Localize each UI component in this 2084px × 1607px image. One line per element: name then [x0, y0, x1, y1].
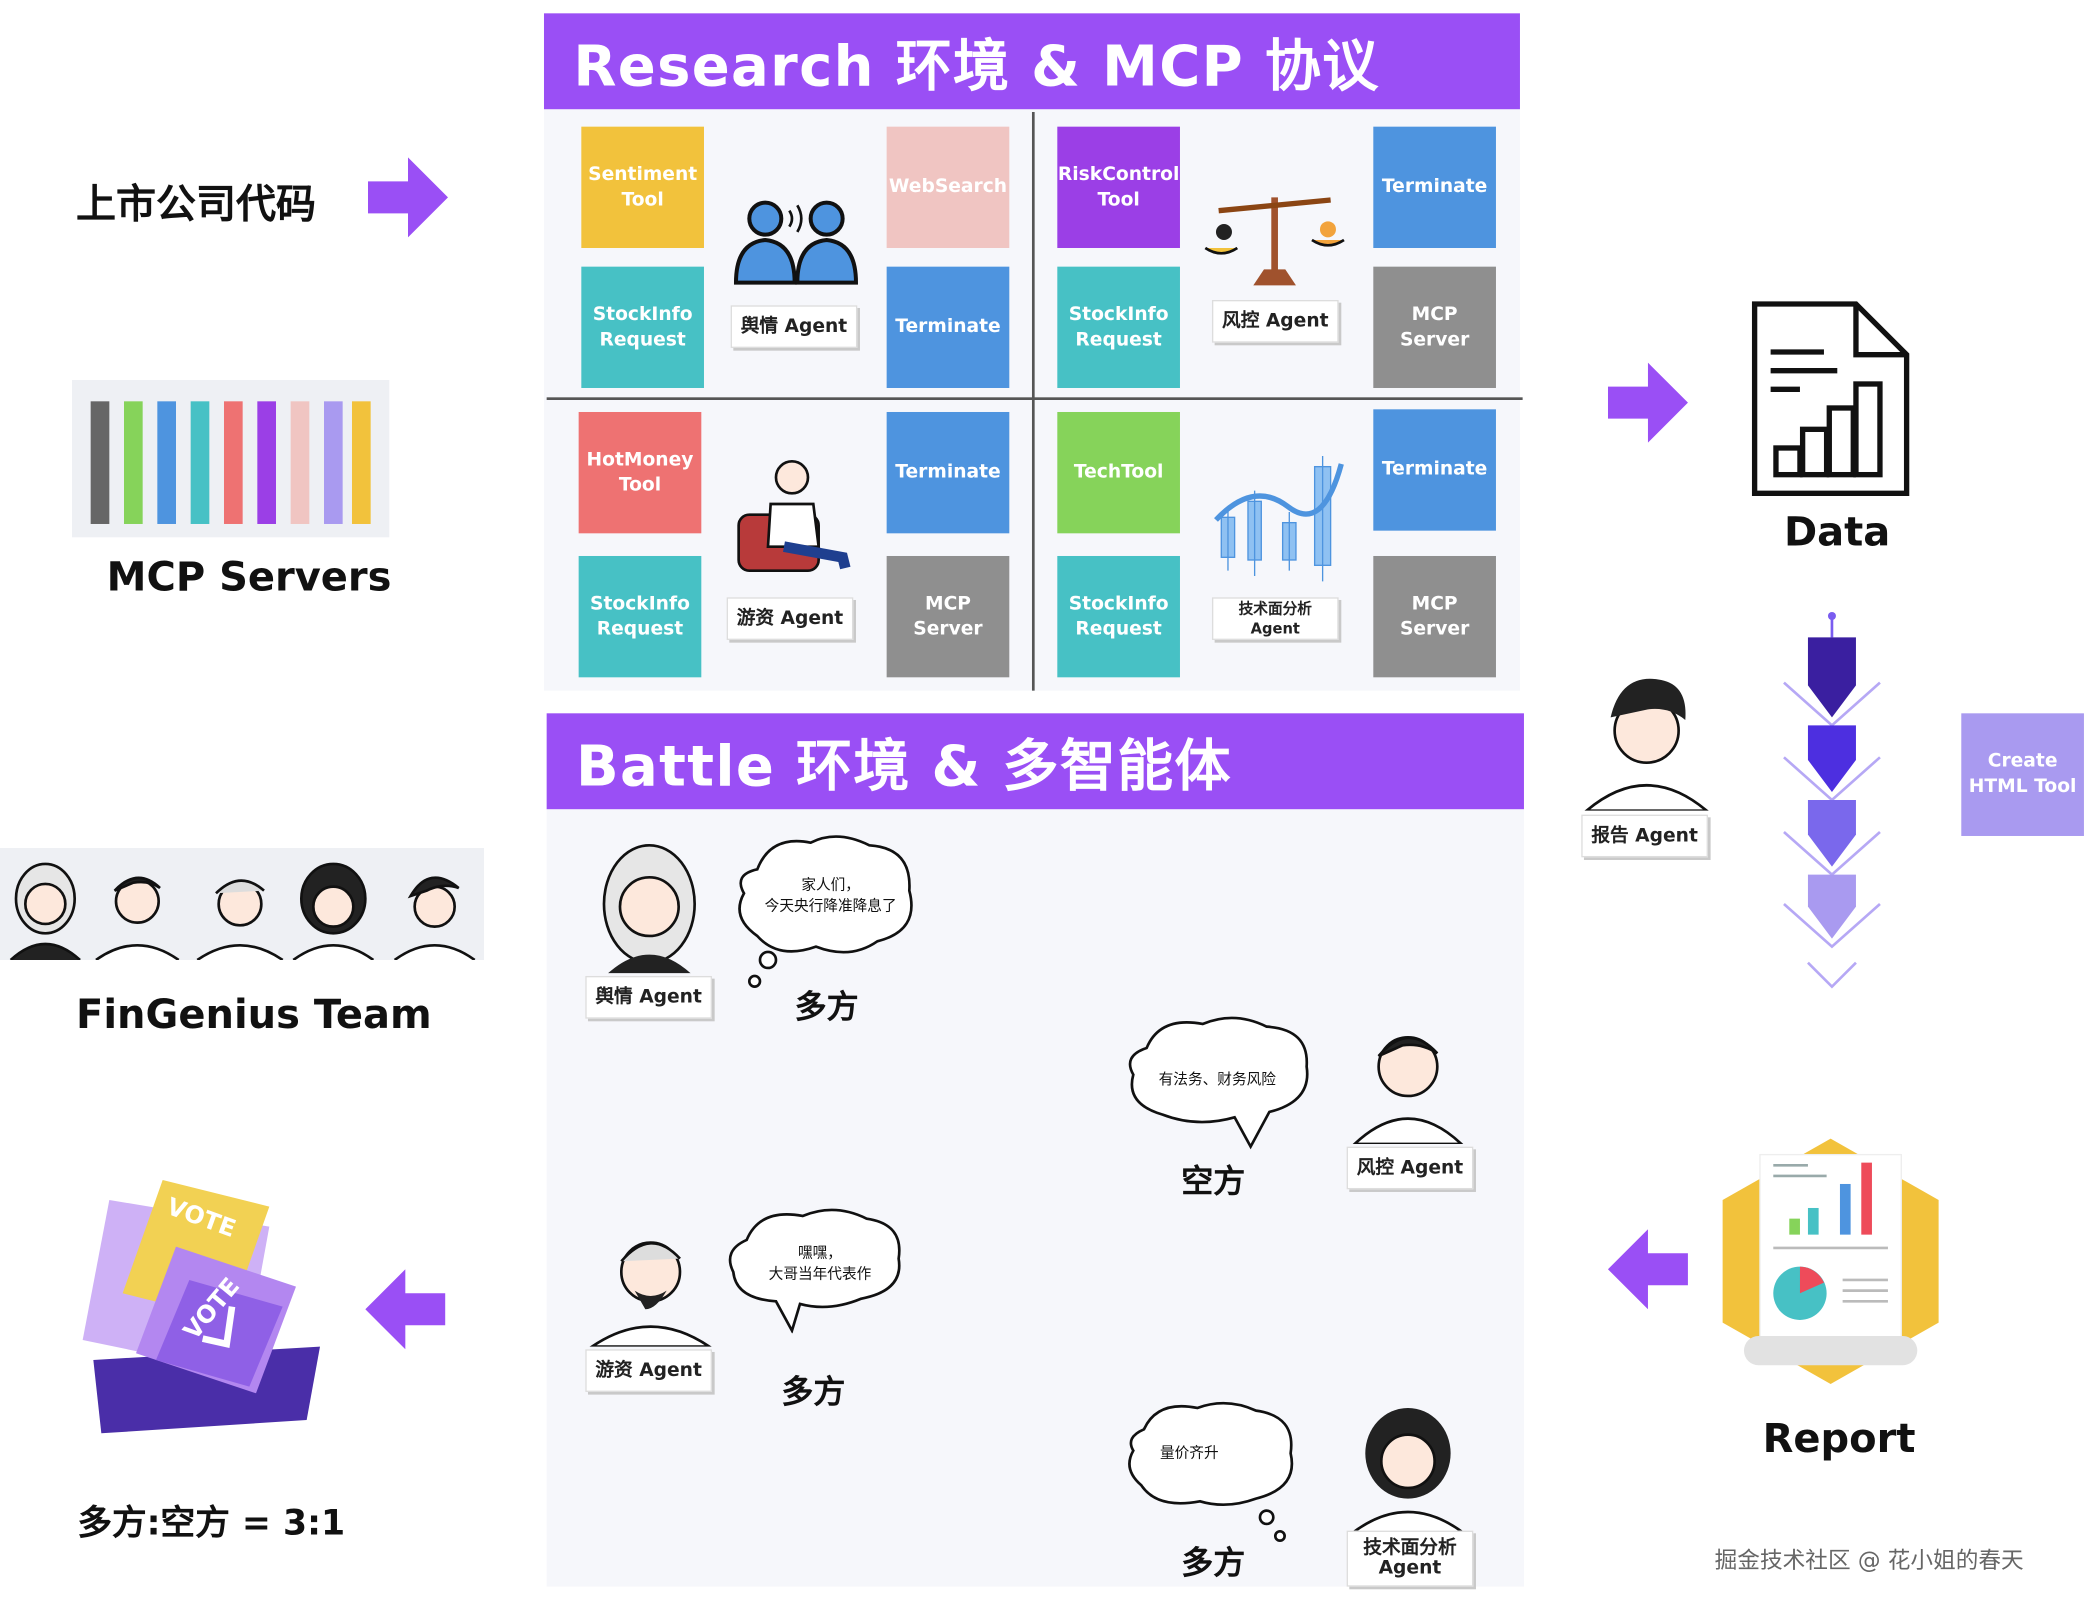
report-label: Report — [1762, 1415, 1916, 1463]
tile-websearch: WebSearch — [886, 126, 1010, 248]
process-chevrons-icon — [1783, 611, 1881, 989]
stance-label: 多方 — [1181, 1543, 1246, 1582]
create-html-tool-tile: Create HTML Tool — [1961, 713, 2084, 836]
research-divider-h — [546, 397, 1523, 400]
tile-mcp-server: MCP Server — [1373, 266, 1496, 388]
research-panel — [543, 109, 1520, 691]
mcp-servers-icon — [71, 379, 390, 538]
speech-text: 家人们，今天央行降准降息了 — [764, 875, 897, 915]
hotmoney-agent-icon — [737, 459, 851, 572]
stock-code-label: 上市公司代码 — [75, 181, 316, 228]
report-agent-avatar — [1584, 678, 1709, 811]
tile-mcp-server: MCP Server — [1373, 555, 1496, 678]
stance-label: 多方 — [781, 1373, 846, 1411]
tile-terminate: Terminate — [1373, 126, 1496, 248]
sentiment-agent-tag: 舆情 Agent — [730, 305, 858, 348]
speech-text: 有法务、财务风险 — [1158, 1070, 1276, 1088]
risk-agent-tag: 风控 Agent — [1211, 299, 1339, 343]
research-divider-v — [1031, 111, 1035, 691]
hotmoney-agent-tag: 游资 Agent — [726, 597, 854, 640]
hotmoney-agent-tag: 游资 Agent — [585, 1349, 712, 1392]
tech-agent-tag: 技术面分析 Agent — [1346, 1530, 1474, 1587]
tile-sentiment-tool: Sentiment Tool — [581, 126, 704, 248]
tile-stockinfo-request: StockInfo Request — [578, 555, 702, 678]
tile-terminate: Terminate — [886, 266, 1010, 388]
tile-stockinfo-request: StockInfo Request — [581, 266, 704, 388]
stance-label: 多方 — [794, 987, 859, 1026]
speech-bubble-icon — [738, 835, 913, 988]
risk-agent-avatar — [1352, 1035, 1464, 1144]
data-document-icon — [1751, 301, 1910, 496]
hotmoney-agent-avatar — [589, 1241, 712, 1347]
tech-agent-tag: 技术面分析 Agent — [1211, 597, 1339, 640]
tile-riskcontrol-tool: RiskControl Tool — [1057, 126, 1180, 248]
speech-text: 量价齐升 — [1159, 1443, 1219, 1462]
vote-result-label: 多方:空方 = 3:1 — [77, 1503, 346, 1544]
tile-stockinfo-request: StockInfo Request — [1057, 555, 1180, 678]
team-avatars — [0, 847, 484, 962]
report-document-icon — [1722, 1138, 1939, 1384]
research-title: Research 环境 & MCP 协议 — [543, 13, 1520, 110]
tile-hotmoney-tool: HotMoney Tool — [578, 411, 702, 534]
team-label: FinGenius Team — [75, 991, 432, 1039]
tile-tech-tool: TechTool — [1057, 411, 1180, 534]
tile-mcp-server: MCP Server — [886, 555, 1010, 678]
speech-bubble-icon — [728, 1208, 901, 1334]
battle-panel — [546, 809, 1524, 1587]
risk-agent-tag: 风控 Agent — [1346, 1146, 1474, 1190]
candlestick-chart-icon — [1214, 455, 1344, 582]
mcp-servers-label: MCP Servers — [106, 554, 392, 602]
watermark: 掘金技术社区 @ 花小姐的春天 — [1714, 1547, 2024, 1575]
arrow-left-icon — [1607, 1229, 1688, 1310]
stance-label: 空方 — [1181, 1162, 1246, 1200]
vote-ballot-icon: VOTE VOTE — [82, 1179, 320, 1434]
tile-terminate: Terminate — [1373, 409, 1496, 531]
battle-title: Battle 环境 & 多智能体 — [546, 713, 1524, 810]
speech-bubble-icon — [1128, 1401, 1294, 1542]
data-label: Data — [1783, 509, 1891, 556]
tech-agent-avatar — [1349, 1407, 1467, 1534]
sentiment-agent-avatar — [602, 843, 696, 974]
arrow-right-icon — [1607, 362, 1688, 443]
arrow-left-icon — [365, 1269, 446, 1350]
risk-scale-icon — [1204, 197, 1345, 286]
tile-stockinfo-request: StockInfo Request — [1057, 266, 1180, 388]
sentiment-agent-tag: 舆情 Agent — [585, 975, 712, 1019]
report-agent-tag: 报告 Agent — [1581, 814, 1708, 858]
arrow-right-icon — [367, 157, 448, 238]
tile-terminate: Terminate — [886, 411, 1010, 534]
speech-bubble-icon — [1128, 1016, 1309, 1150]
sentiment-agent-icon — [733, 200, 858, 285]
speech-text: 嘿嘿，大哥当年代表作 — [768, 1243, 872, 1283]
